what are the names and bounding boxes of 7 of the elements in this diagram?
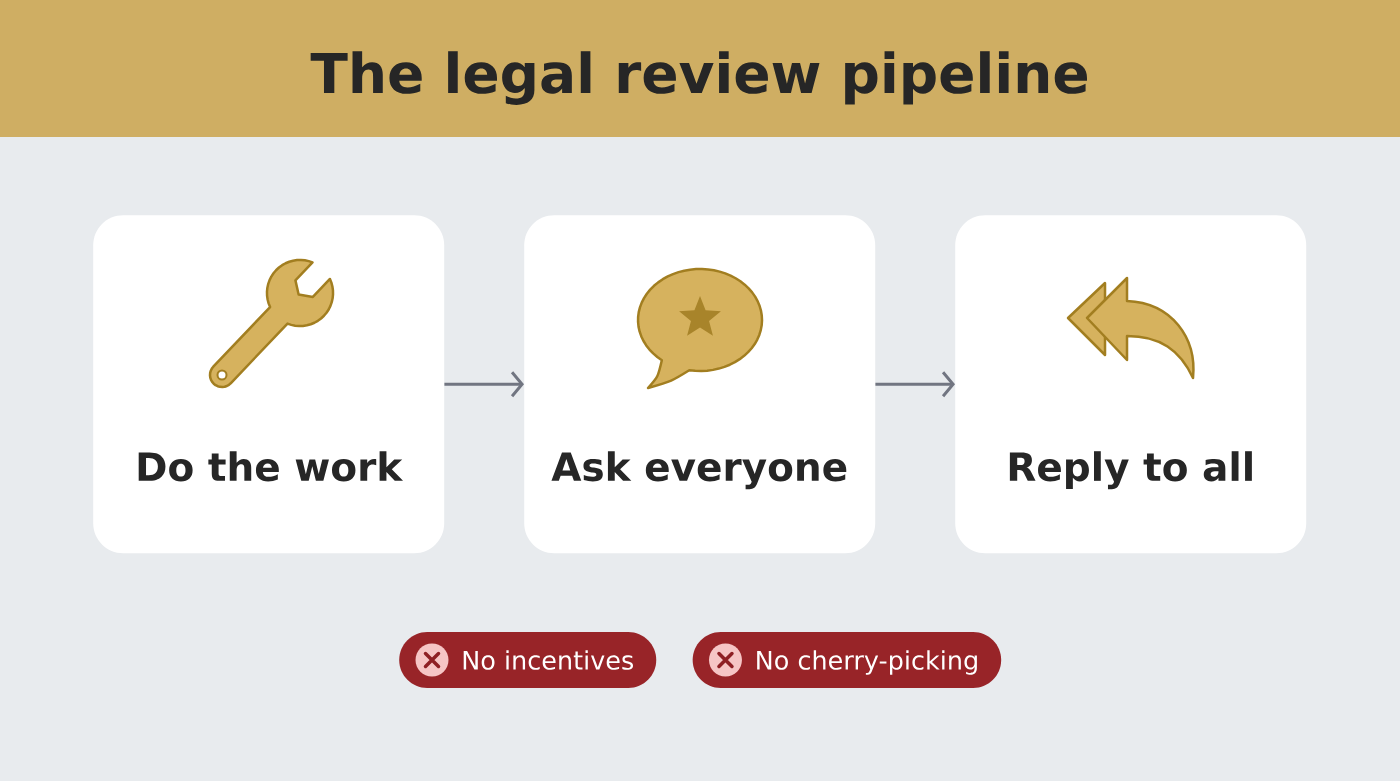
step-card: Ask everyone: [524, 215, 876, 554]
arrow: [444, 371, 524, 398]
arrow: [875, 371, 955, 398]
title-banner: The legal review pipeline: [0, 0, 1400, 137]
step-card: Do the work: [93, 215, 445, 554]
step-card: Reply to all: [955, 215, 1307, 554]
pill-tag: No cherry-picking: [692, 632, 1002, 688]
